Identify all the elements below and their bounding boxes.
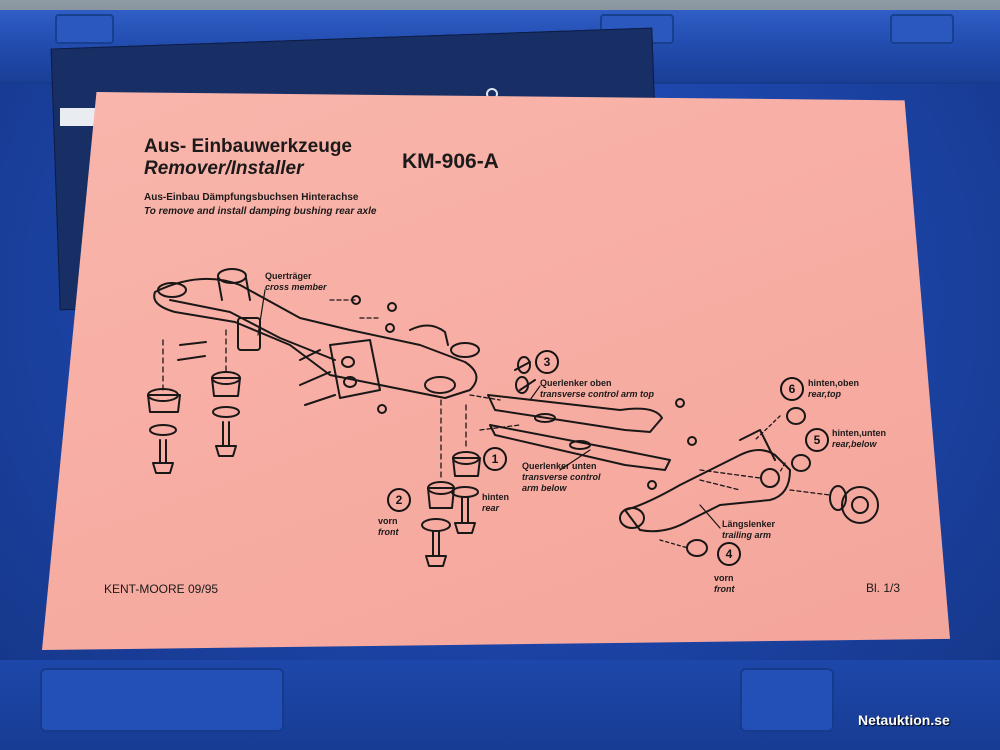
trailing-arm-leader xyxy=(699,504,721,529)
sheet-footer-right: Bl. 1/3 xyxy=(866,581,901,595)
center-bracket xyxy=(329,339,381,399)
cross-member-inner-line xyxy=(169,299,336,361)
sheet-subtitle-english: To remove and install damping bushing re… xyxy=(144,206,377,217)
sheet-title-german: Aus- Einbauwerkzeuge xyxy=(144,136,352,157)
callout-5: 5 xyxy=(805,428,829,452)
cross-member-hook xyxy=(409,324,449,346)
underlying-sheet-corner xyxy=(60,108,100,126)
cross-member-bracket xyxy=(237,317,261,351)
trailing-arm-bushing xyxy=(760,468,780,488)
callout-6: 6 xyxy=(780,377,804,401)
case-bottom-tab-right xyxy=(740,668,834,732)
callout-1: 1 xyxy=(483,447,507,471)
arm-top-leader xyxy=(529,385,541,401)
bushing-6 xyxy=(786,407,806,425)
cross-member-body xyxy=(153,277,478,399)
upper-control-arm xyxy=(487,394,663,433)
bushing-5 xyxy=(791,454,811,472)
bushing-1 xyxy=(452,457,481,477)
left-bushing-2 xyxy=(211,377,241,397)
cross-member-left-mount xyxy=(157,282,187,298)
instruction-sheet xyxy=(42,92,950,650)
sheet-footer-left: KENT-MOORE 09/95 xyxy=(104,582,219,596)
sheet-subtitle-german: Aus-Einbau Dämpfungsbuchsen Hinterachse xyxy=(144,192,359,203)
cross-member-leader xyxy=(257,289,266,336)
tool-model-number: KM-906-A xyxy=(402,150,499,173)
case-rim-notch-right xyxy=(890,14,954,44)
arm-below-leader xyxy=(559,449,591,471)
callout-3: 3 xyxy=(535,350,559,374)
lower-control-arm xyxy=(489,424,671,471)
wheel-hub xyxy=(841,486,879,524)
left-bushing-1 xyxy=(147,394,181,413)
sheet-title-english: Remover/Installer xyxy=(144,158,304,179)
cross-member-right-mount xyxy=(450,342,480,358)
bushing-4 xyxy=(686,539,708,557)
cross-member-right-bushing xyxy=(424,376,456,394)
watermark-text: Netauktion.se xyxy=(858,712,950,728)
case-rim-notch-left xyxy=(55,14,114,44)
callout-4: 4 xyxy=(717,542,741,566)
cross-member-left-mount-2 xyxy=(217,268,247,284)
case-bottom-tab-left xyxy=(40,668,284,732)
trailing-arm xyxy=(624,449,791,533)
callout-2: 2 xyxy=(387,488,411,512)
bushing-2 xyxy=(427,487,455,509)
